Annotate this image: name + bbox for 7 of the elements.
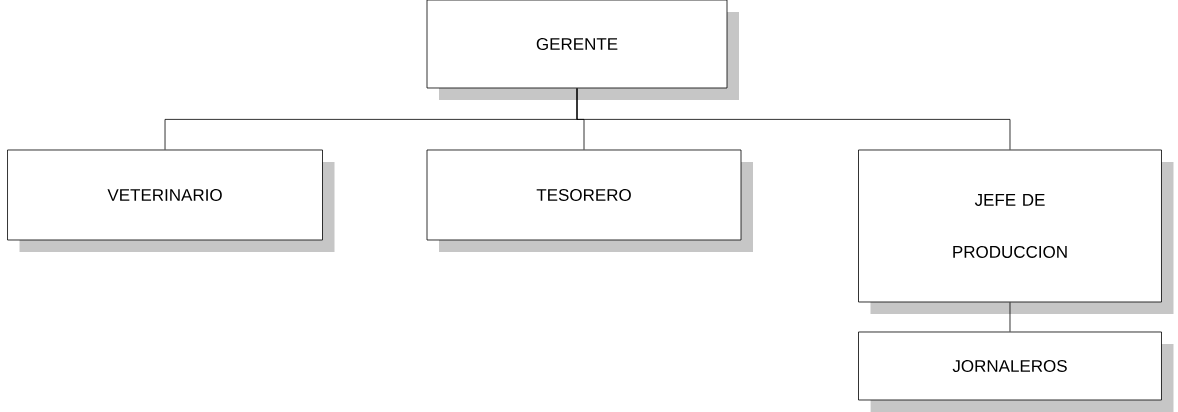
org-box: JORNALEROS xyxy=(858,331,1174,412)
connector-line xyxy=(1009,302,1011,332)
org-box: GERENTE xyxy=(426,0,739,100)
org-box: TESORERO xyxy=(426,149,753,252)
org-box: JEFE DE PRODUCCION xyxy=(858,149,1174,314)
org-box: VETERINARIO xyxy=(7,149,335,252)
connector-line xyxy=(576,88,1011,150)
